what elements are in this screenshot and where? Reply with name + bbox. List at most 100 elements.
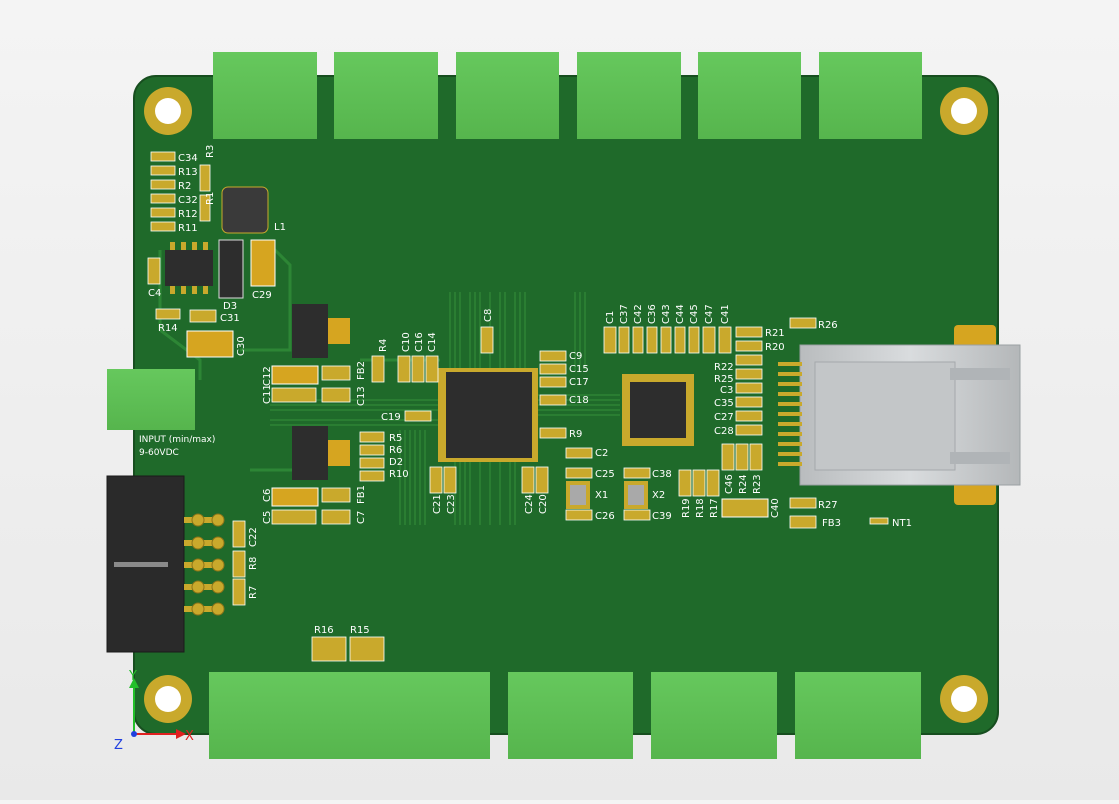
ref-C28: C28 [714, 426, 734, 437]
ref-C47: C47 [704, 304, 715, 324]
ref-R19: R19 [681, 498, 692, 518]
ref-C26: C26 [595, 511, 615, 522]
ref-C35: C35 [714, 398, 734, 409]
ref-C42: C42 [633, 304, 644, 324]
rj45-connector [778, 325, 1021, 505]
ref-R15: R15 [350, 625, 370, 636]
ref-C19: C19 [381, 412, 401, 423]
ref-C43: C43 [661, 304, 672, 324]
ref-R2: R2 [178, 181, 191, 192]
ref-R7: R7 [248, 586, 259, 599]
ref-R9: R9 [569, 429, 582, 440]
ref-FB3: FB3 [822, 518, 841, 529]
ref-R26: R26 [818, 320, 838, 331]
ref-C31: C31 [220, 313, 240, 324]
mounting-holes [144, 87, 988, 723]
ref-C3: C3 [720, 385, 733, 396]
axis-x-label: X [185, 729, 194, 744]
ref-C12: C12 [262, 366, 273, 386]
ref-C39: C39 [652, 511, 672, 522]
ref-R21: R21 [765, 328, 785, 339]
ref-C25: C25 [595, 469, 615, 480]
ref-X1: X1 [595, 490, 608, 501]
ref-R20: R20 [765, 342, 785, 353]
crystals [566, 481, 648, 509]
ref-L1: L1 [274, 222, 286, 233]
axis-triad: Y X Z [114, 669, 194, 753]
ref-C2: C2 [595, 448, 608, 459]
ref-FB2: FB2 [356, 361, 367, 380]
ref-C29: C29 [252, 290, 272, 301]
ref-C21: C21 [432, 494, 443, 514]
ref-C44: C44 [675, 304, 686, 324]
ref-R1: R1 [205, 192, 216, 205]
input-terminal-block [107, 369, 195, 430]
ref-C11: C11 [262, 384, 273, 404]
ref-C15: C15 [569, 364, 589, 375]
passive-components [147, 151, 889, 662]
ref-C20: C20 [538, 494, 549, 514]
ref-C7: C7 [356, 511, 367, 524]
ref-R12: R12 [178, 209, 198, 220]
bottom-terminal-blocks [209, 672, 921, 759]
power-components [165, 186, 769, 518]
ref-C13: C13 [356, 386, 367, 406]
ref-C1: C1 [605, 311, 616, 324]
ref-C4: C4 [148, 288, 161, 299]
ref-X2: X2 [652, 490, 665, 501]
ref-R22: R22 [714, 362, 734, 373]
ref-C41: C41 [720, 304, 731, 324]
ref-C14: C14 [427, 332, 438, 352]
ref-C46: C46 [724, 474, 735, 494]
ref-R14: R14 [158, 323, 178, 334]
ref-C37: C37 [619, 304, 630, 324]
ref-C6: C6 [262, 489, 273, 502]
ref-R23: R23 [752, 474, 763, 494]
ref-C24: C24 [524, 494, 535, 514]
ref-FB1: FB1 [356, 485, 367, 504]
ref-R17: R17 [709, 498, 720, 518]
ref-C40: C40 [770, 498, 781, 518]
ref-C45: C45 [689, 304, 700, 324]
ref-R16: R16 [314, 625, 334, 636]
ref-C9: C9 [569, 351, 582, 362]
ref-C34: C34 [178, 153, 198, 164]
ref-C30: C30 [236, 336, 247, 356]
ref-C8: C8 [483, 309, 494, 322]
ref-R24: R24 [738, 474, 749, 494]
ethernet-phy [622, 374, 694, 446]
ref-C16: C16 [414, 332, 425, 352]
ref-R18: R18 [695, 498, 706, 518]
ref-D3: D3 [223, 301, 237, 312]
ref-R25: R25 [714, 374, 734, 385]
main-mcu [438, 368, 538, 462]
ref-R5: R5 [389, 433, 402, 444]
ref-R11: R11 [178, 223, 198, 234]
ref-C10: C10 [401, 332, 412, 352]
pin-header [106, 475, 225, 653]
ref-R8: R8 [248, 557, 259, 570]
ref-R4: R4 [378, 339, 389, 352]
ref-C38: C38 [652, 469, 672, 480]
ref-C17: C17 [569, 377, 589, 388]
ref-C27: C27 [714, 412, 734, 423]
input-range: 9-60VDC [139, 448, 179, 458]
ref-C32: C32 [178, 195, 198, 206]
ref-C23: C23 [446, 494, 457, 514]
ref-C22: C22 [248, 527, 259, 547]
axis-y-label: Y [128, 669, 137, 684]
axis-z-label: Z [114, 738, 123, 753]
top-terminal-blocks [213, 52, 922, 139]
input-label: INPUT (min/max) [139, 435, 215, 445]
ref-C36: C36 [647, 304, 658, 324]
ref-D2: D2 [389, 457, 403, 468]
ref-R13: R13 [178, 167, 198, 178]
ref-R10: R10 [389, 469, 409, 480]
ref-C5: C5 [262, 511, 273, 524]
ref-R3: R3 [205, 145, 216, 158]
ref-NT1: NT1 [892, 518, 912, 529]
ref-C18: C18 [569, 395, 589, 406]
